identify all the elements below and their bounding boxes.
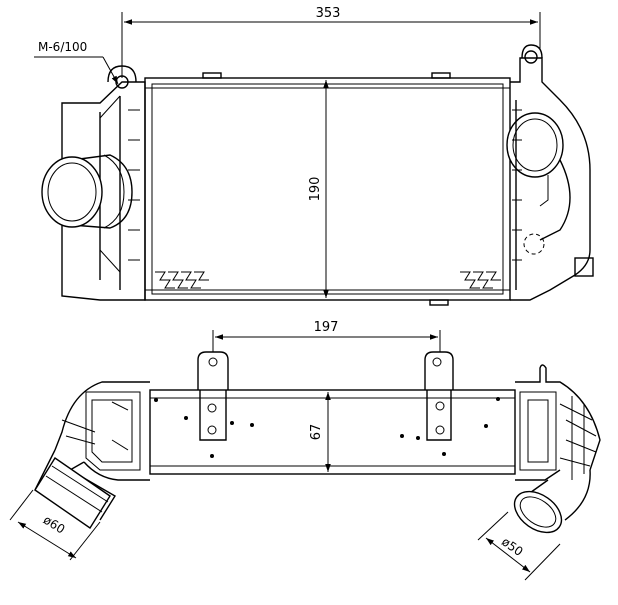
bolt-spec-label: M-6/100 (38, 40, 87, 54)
core-hatch-left (155, 271, 209, 289)
left-bracket (197, 351, 229, 441)
left-side-channels (99, 95, 140, 290)
core-depth-dim: 67 (309, 424, 324, 441)
inlet-diameter-dim: ø60 (41, 513, 68, 537)
right-tank (510, 57, 591, 301)
core-height-dim: 190 (308, 177, 323, 202)
front-view: M-6/100 353 190 (34, 6, 594, 306)
core-frame (144, 77, 511, 301)
inlet-elbow (34, 381, 150, 529)
core-side (149, 389, 516, 475)
top-view: ø60 ø50 197 67 (9, 320, 601, 581)
bracket-spacing-dim: 197 (314, 320, 339, 335)
outlet-elbow (513, 364, 601, 534)
core-inner (151, 83, 504, 295)
outlet-stub (574, 257, 594, 277)
right-bolt-hole (524, 50, 538, 64)
inlet-pipe (41, 154, 133, 229)
overall-width-dim: 353 (316, 6, 341, 21)
right-bracket (424, 351, 454, 441)
outlet-pipe (506, 112, 571, 255)
mounting-holes (154, 397, 500, 458)
outlet-diameter-dim: ø50 (499, 535, 526, 559)
core-hatch-right (460, 271, 501, 289)
